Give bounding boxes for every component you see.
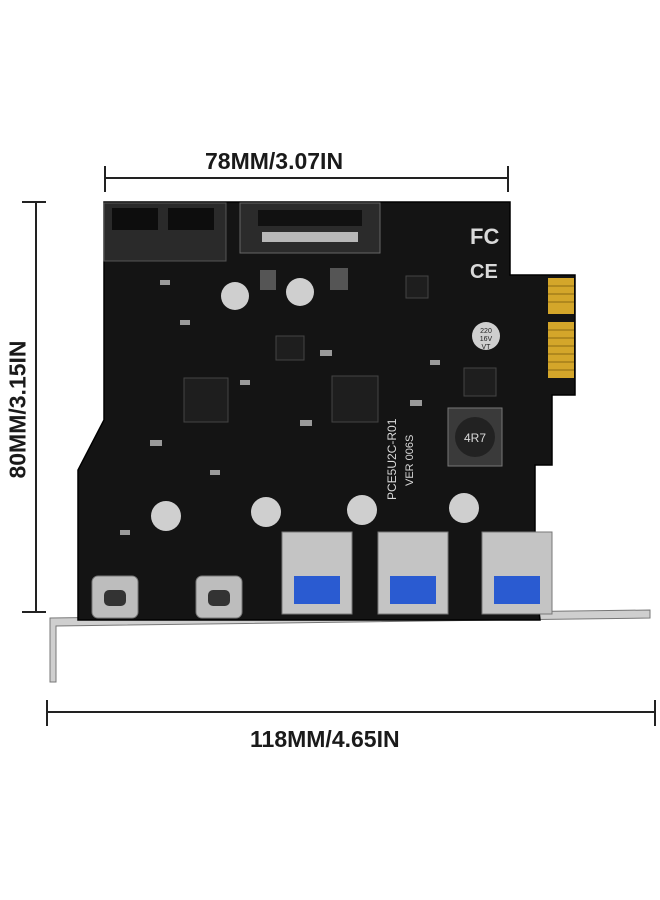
- version-silkscreen: VER 006S: [404, 435, 416, 486]
- capacitors: [151, 278, 500, 531]
- usb-c-ports: [91, 575, 243, 619]
- capacitor-labels: 220 16V VT: [480, 328, 493, 351]
- top-dimension-label: 78MM/3.07IN: [205, 148, 344, 174]
- smd-components: [120, 268, 440, 535]
- cert-marks: FC CE: [470, 224, 499, 283]
- metal-bracket: [49, 609, 651, 683]
- pcie-gold-fingers: [548, 278, 574, 378]
- svg-text:CE: CE: [470, 261, 498, 283]
- dimension-lines: [22, 166, 656, 726]
- internal-usb-header: [103, 202, 227, 262]
- inductor: 4R7: [447, 407, 503, 467]
- svg-text:FC: FC: [470, 224, 499, 249]
- svg-text:16V: 16V: [480, 336, 493, 343]
- svg-text:4R7: 4R7: [464, 431, 486, 445]
- bottom-dimension-label: 118MM/4.65IN: [250, 726, 400, 752]
- sata-power-connector: [239, 202, 381, 254]
- usb-a-ports: [281, 531, 553, 615]
- pcb-board: [77, 201, 576, 621]
- model-silkscreen: PCE5U2C-R01: [385, 418, 399, 500]
- svg-text:220: 220: [480, 328, 492, 335]
- svg-text:VT: VT: [482, 344, 492, 351]
- controller-chips: [183, 275, 497, 423]
